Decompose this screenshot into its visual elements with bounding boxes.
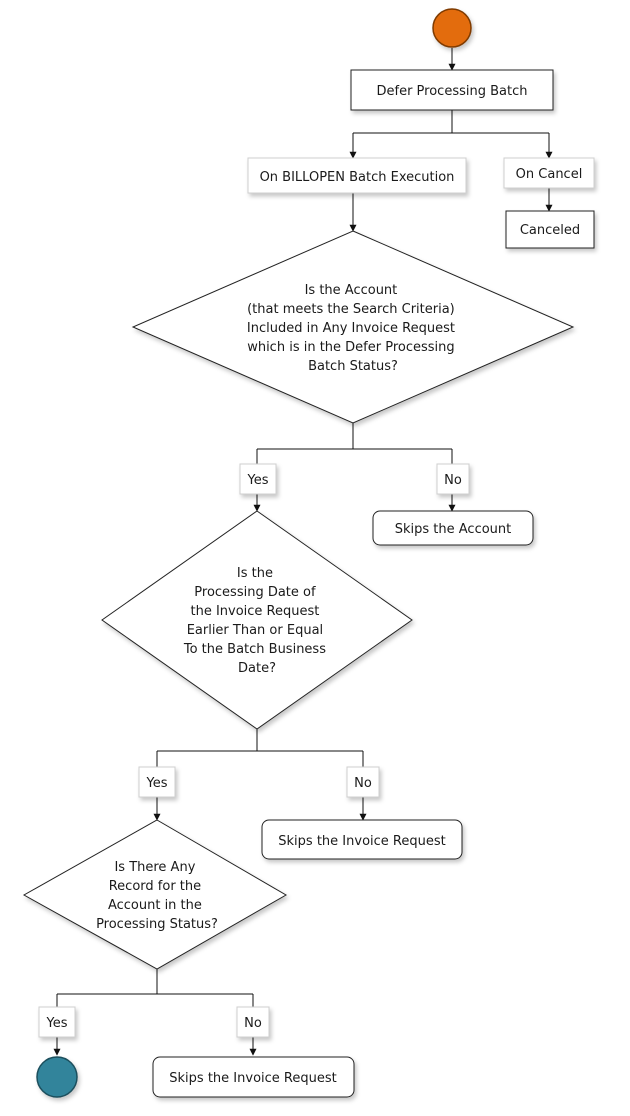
decision2-line-3: the Invoice Request: [190, 604, 319, 619]
yes2-label: Yes: [146, 776, 168, 791]
no1-label: No: [444, 473, 462, 488]
on-billopen-label: On BILLOPEN Batch Execution: [260, 170, 455, 185]
defer-processing-batch-box: [350, 69, 554, 111]
decision1-line-2: (that meets the Search Criteria): [247, 302, 455, 317]
skip-invoice-request-label-1: Skips the Invoice Request: [278, 834, 445, 849]
decision2-line-2: Processing Date of: [194, 585, 316, 600]
decision2-text: Is the Processing Date of the Invoice Re…: [183, 566, 330, 676]
skip-account-box: [372, 510, 534, 546]
skip-invoice-request-box-2: [152, 1056, 355, 1098]
canceled-label: Canceled: [520, 223, 580, 238]
decision2-line-4: Earlier Than or Equal: [187, 623, 323, 638]
no1-label-box: [436, 463, 470, 495]
on-billopen-label-box: [247, 157, 467, 194]
decision1-diamond: [131, 230, 575, 424]
no2-label-box: [346, 766, 380, 798]
decision3-line-3: Account in the: [108, 898, 202, 913]
end-node: [36, 1056, 78, 1098]
on-cancel-label: On Cancel: [516, 167, 583, 182]
no2-label: No: [354, 776, 372, 791]
decision3-line-1: Is There Any: [114, 860, 195, 875]
yes1-label: Yes: [247, 473, 269, 488]
yes2-label-box: [138, 766, 176, 798]
decision3-text: Is There Any Record for the Account in t…: [96, 860, 218, 932]
decision1-line-3: Included in Any Invoice Request: [247, 321, 455, 336]
skip-account-label: Skips the Account: [395, 522, 512, 537]
decision3-line-2: Record for the: [109, 879, 201, 894]
canceled-box: [505, 210, 595, 249]
decision1-line-1: Is the Account: [305, 283, 398, 298]
on-cancel-label-box: [503, 157, 595, 189]
skip-invoice-request-label-2: Skips the Invoice Request: [169, 1071, 336, 1086]
decision2-line-6: Date?: [238, 661, 276, 676]
no3-label: No: [244, 1016, 262, 1031]
decision1-text: Is the Account (that meets the Search Cr…: [247, 283, 459, 374]
decision1-line-5: Batch Status?: [308, 359, 398, 374]
defer-processing-batch-label: Defer Processing Batch: [377, 84, 528, 99]
yes3-label-box: [38, 1006, 76, 1038]
decision2-diamond: [101, 510, 413, 730]
decision3-diamond: [22, 819, 287, 970]
yes1-label-box: [239, 463, 277, 495]
decision2-line-1: Is the: [237, 566, 273, 581]
skip-invoice-request-box-1: [261, 819, 463, 860]
decision1-line-4: which is in the Defer Processing: [247, 340, 454, 355]
decision2-line-5: To the Batch Business: [183, 642, 326, 657]
no3-label-box: [236, 1006, 270, 1038]
decision3-line-4: Processing Status?: [96, 917, 218, 932]
yes3-label: Yes: [46, 1016, 68, 1031]
start-node: [432, 8, 472, 48]
